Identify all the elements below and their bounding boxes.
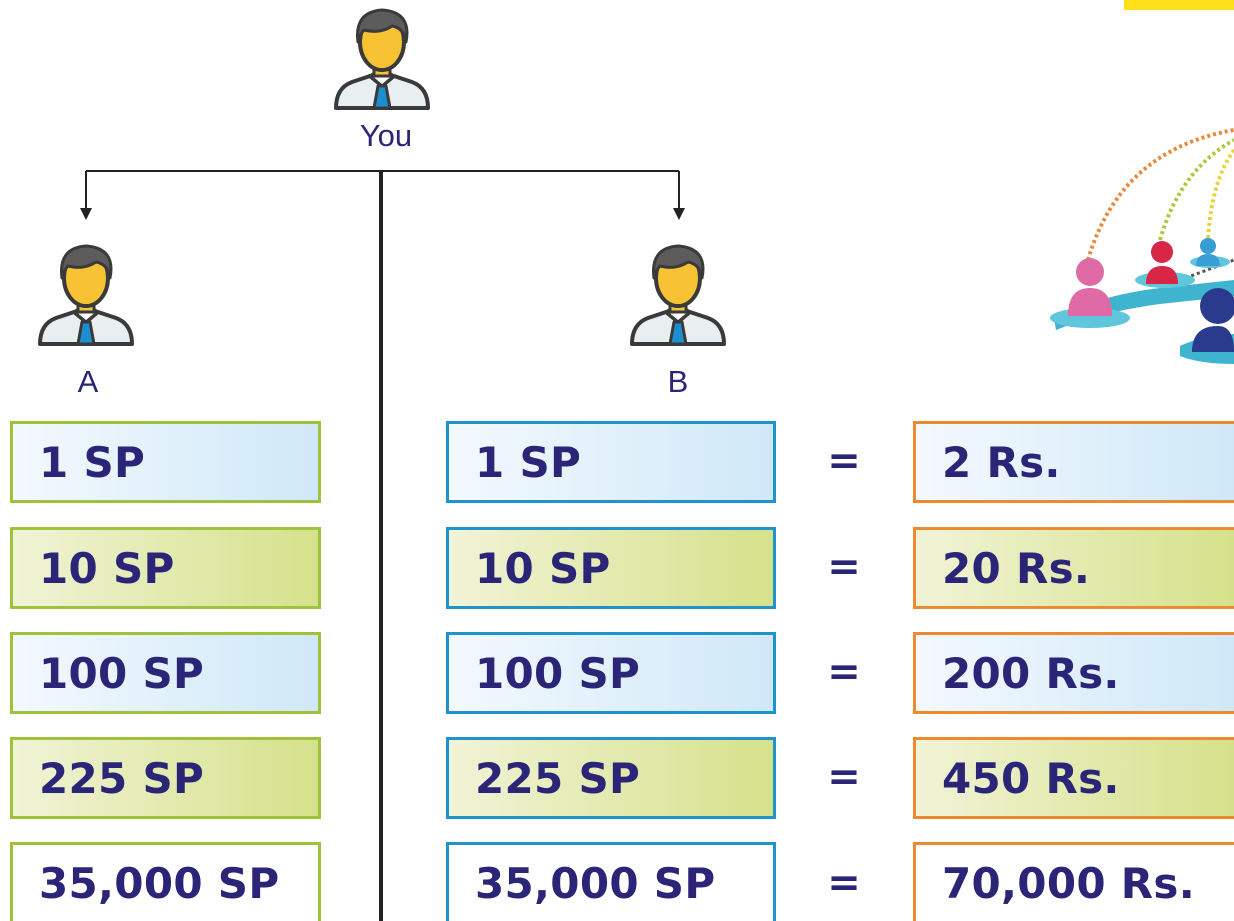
rs-value: 200 Rs. bbox=[942, 648, 1120, 698]
a-value: 35,000 SP bbox=[39, 858, 280, 908]
b-box: 35,000 SP bbox=[446, 842, 776, 921]
rs-box: 20 Rs. bbox=[913, 527, 1234, 609]
a-box: 225 SP bbox=[10, 737, 321, 819]
rs-box: 2 Rs. bbox=[913, 421, 1234, 503]
equals-sign: = bbox=[827, 544, 861, 590]
person-icon bbox=[330, 4, 434, 110]
b-box: 100 SP bbox=[446, 632, 776, 714]
b-value: 100 SP bbox=[475, 648, 641, 698]
rs-value: 2 Rs. bbox=[942, 437, 1061, 487]
b-box: 225 SP bbox=[446, 737, 776, 819]
a-box: 10 SP bbox=[10, 527, 321, 609]
a-box: 1 SP bbox=[10, 421, 321, 503]
equals-sign: = bbox=[827, 438, 861, 484]
equals-sign: = bbox=[827, 860, 861, 906]
rs-value: 70,000 Rs. bbox=[942, 858, 1195, 908]
a-box: 100 SP bbox=[10, 632, 321, 714]
person-icon bbox=[626, 240, 730, 346]
b-value: 1 SP bbox=[475, 437, 582, 487]
rs-value: 20 Rs. bbox=[942, 543, 1091, 593]
a-value: 1 SP bbox=[39, 437, 146, 487]
rs-value: 450 Rs. bbox=[942, 753, 1120, 803]
b-value: 225 SP bbox=[475, 753, 641, 803]
person-icon bbox=[34, 240, 138, 346]
b-value: 10 SP bbox=[475, 543, 611, 593]
person-label-b: B bbox=[667, 364, 689, 399]
equals-sign: = bbox=[827, 754, 861, 800]
a-value: 100 SP bbox=[39, 648, 205, 698]
person-label-a: A bbox=[77, 364, 99, 399]
equals-sign: = bbox=[827, 649, 861, 695]
network-icon bbox=[1050, 128, 1234, 364]
a-value: 10 SP bbox=[39, 543, 175, 593]
rs-box: 200 Rs. bbox=[913, 632, 1234, 714]
rs-box: 450 Rs. bbox=[913, 737, 1234, 819]
a-box: 35,000 SP bbox=[10, 842, 321, 921]
a-value: 225 SP bbox=[39, 753, 205, 803]
rs-box: 70,000 Rs. bbox=[913, 842, 1234, 921]
b-box: 1 SP bbox=[446, 421, 776, 503]
b-value: 35,000 SP bbox=[475, 858, 716, 908]
accent-tab bbox=[1124, 0, 1234, 10]
b-box: 10 SP bbox=[446, 527, 776, 609]
person-label-you: You bbox=[359, 118, 413, 153]
